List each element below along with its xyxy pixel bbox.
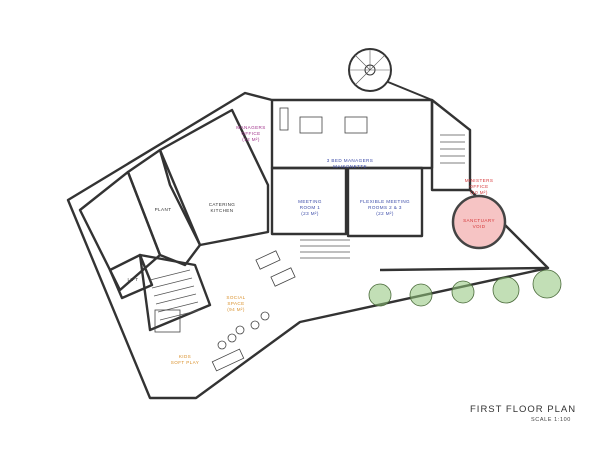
ministers-office-area: (10 M²)	[470, 190, 488, 195]
flexible-rooms-label: FLEXIBLE MEETING	[360, 199, 410, 204]
managers-office-label: MANAGERS	[236, 125, 266, 130]
sanctuary-label: VOID	[473, 224, 486, 229]
kids-soft-play-label: SOFT PLAY	[171, 360, 199, 365]
sanctuary-void	[451, 194, 507, 250]
lift-label: LIFT	[127, 277, 138, 282]
flexible-rooms-label: ROOMS 2 & 3	[368, 205, 402, 210]
kitchen-label: CATERING	[209, 202, 236, 207]
flexible-rooms-area: (22 M²)	[376, 211, 394, 216]
sanctuary-label: SANCTUARY	[463, 218, 495, 223]
kitchen-label: KITCHEN	[211, 208, 234, 213]
plan-title: FIRST FLOOR PLAN	[470, 404, 577, 415]
ministers-office-label: MINISTERS	[465, 178, 494, 183]
meeting-room-1-label: ROOM 1	[300, 205, 321, 210]
tree	[492, 276, 520, 304]
main-stair	[300, 239, 350, 259]
social-space-area: (94 M²)	[227, 307, 245, 312]
minister-stair	[440, 134, 465, 164]
kids-soft-play-label: KIDS	[179, 354, 191, 359]
flexible-rooms-walls	[346, 166, 424, 238]
meeting-room-1-label: MEETING	[298, 199, 322, 204]
ministers-office-walls	[430, 100, 470, 192]
stair-core	[138, 253, 212, 332]
maisonette-label: MAISONETTE	[333, 164, 367, 169]
tree	[409, 283, 433, 307]
managers-office-label: OFFICE	[241, 131, 260, 136]
toilet-walls	[78, 170, 162, 292]
social-space-label: SOCIAL	[226, 295, 245, 300]
tree	[451, 280, 475, 304]
managers-office-area: (12 M²)	[242, 137, 260, 142]
tree	[532, 269, 562, 299]
lift-walls	[108, 253, 154, 300]
meeting-room-1-area: (23 M²)	[301, 211, 319, 216]
plan-scale: SCALE 1:100	[531, 417, 571, 423]
kitchen-walls	[158, 108, 270, 247]
stair-treads	[149, 269, 201, 321]
plant-label: PLANT	[155, 207, 172, 212]
ministers-office-label: OFFICE	[469, 184, 488, 189]
tree	[368, 283, 392, 307]
terrace-edge	[379, 266, 549, 272]
meeting-room-1-walls	[270, 166, 348, 236]
social-space-label: SPACE	[227, 301, 244, 306]
maisonette-label: 3 BED MANAGERS	[327, 158, 373, 163]
